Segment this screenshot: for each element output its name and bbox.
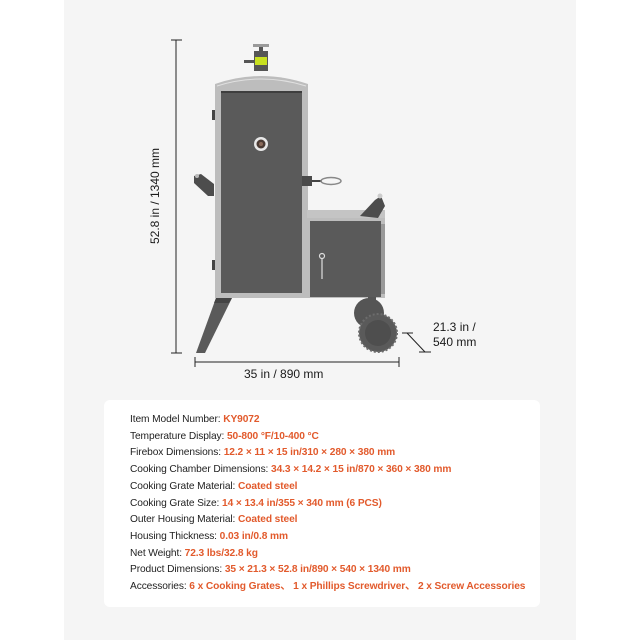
depth-dimension-line2: 540 mm (433, 335, 477, 349)
spec-label: Cooking Grate Size: (130, 497, 222, 509)
spec-label: Net Weight: (130, 547, 185, 559)
spec-row-net-weight: Net Weight: 72.3 lbs/32.8 kg (130, 546, 525, 563)
depth-dimension-label: 21.3 in / 540 mm (433, 320, 493, 350)
spec-row-cooking-grate-material: Cooking Grate Material: Coated steel (130, 479, 525, 496)
chamber-door-handle (302, 176, 342, 186)
width-dimension-line (194, 357, 400, 367)
spec-label: Firebox Dimensions: (130, 447, 224, 459)
spec-value: 50-800 °F/10-400 °C (226, 430, 319, 442)
spec-label: Cooking Grate Material: (130, 480, 239, 492)
front-leg (196, 298, 232, 353)
spec-value: 35 × 21.3 × 52.8 in/890 × 540 × 1340 mm (224, 564, 411, 576)
spec-value: Coated steel (238, 514, 298, 526)
spec-value: 12.2 × 11 × 15 in/310 × 280 × 380 mm (223, 447, 396, 459)
spec-row-cooking-chamber-dimensions: Cooking Chamber Dimensions: 34.3 × 14.2 … (130, 462, 525, 479)
spec-row-accessories: Accessories: 6 x Cooking Grates、 1 x Phi… (130, 579, 525, 596)
spec-row-model-number: Item Model Number: KY9072 (130, 412, 525, 429)
spec-row-outer-housing-material: Outer Housing Material: Coated steel (130, 512, 525, 529)
thermometer-gauge (254, 137, 268, 151)
firebox-door (310, 221, 381, 297)
specs-card: Item Model Number: KY9072 Temperature Di… (104, 400, 540, 607)
specs-list: Item Model Number: KY9072 Temperature Di… (130, 412, 525, 596)
product-figure: 52.8 in / 1340 mm 35 in / 890 mm 21.3 in… (148, 39, 493, 381)
smoker-illustration (171, 39, 431, 367)
left-side-handle (194, 174, 214, 196)
firebox-side-handle (360, 196, 385, 218)
chimney-vent (244, 44, 269, 71)
spec-label: Outer Housing Material: (130, 514, 239, 526)
spec-value: 14 × 13.4 in/355 × 340 mm (6 PCS) (222, 497, 382, 509)
firebox-top (307, 210, 385, 220)
firebox-door-handle (318, 252, 326, 279)
spec-label: Cooking Chamber Dimensions: (130, 464, 272, 476)
height-dimension-label: 52.8 in / 1340 mm (148, 147, 162, 245)
chamber-door (221, 91, 302, 293)
spec-label: Item Model Number: (130, 414, 224, 425)
spec-row-firebox-dimensions: Firebox Dimensions: 12.2 × 11 × 15 in/31… (130, 445, 525, 462)
spec-row-temperature-display: Temperature Display: 50-800 °F/10-400 °C (130, 429, 525, 446)
width-dimension-label: 35 in / 890 mm (244, 367, 324, 381)
height-dimension-line (171, 39, 182, 354)
spec-label: Housing Thickness: (130, 530, 220, 542)
spec-label: Accessories: (130, 581, 190, 593)
spec-label: Product Dimensions: (130, 564, 225, 576)
spec-row-product-dimensions: Product Dimensions: 35 × 21.3 × 52.8 in/… (130, 562, 525, 579)
spec-value: 6 x Cooking Grates、 1 x Phillips Screwdr… (189, 581, 526, 593)
spec-value: 72.3 lbs/32.8 kg (184, 547, 258, 559)
spec-value: Coated steel (238, 480, 298, 492)
spec-value: 34.3 × 14.2 × 15 in/870 × 360 × 380 mm (271, 464, 452, 476)
spec-label: Temperature Display: (130, 430, 227, 442)
depth-dimension-line1: 21.3 in / (433, 320, 476, 334)
spec-row-cooking-grate-size: Cooking Grate Size: 14 × 13.4 in/355 × 3… (130, 496, 525, 513)
smoker-roof (215, 76, 308, 90)
spec-value: KY9072 (223, 414, 260, 425)
depth-dimension-line (402, 332, 431, 353)
spec-row-housing-thickness: Housing Thickness: 0.03 in/0.8 mm (130, 529, 525, 546)
spec-value: 0.03 in/0.8 mm (219, 530, 288, 542)
